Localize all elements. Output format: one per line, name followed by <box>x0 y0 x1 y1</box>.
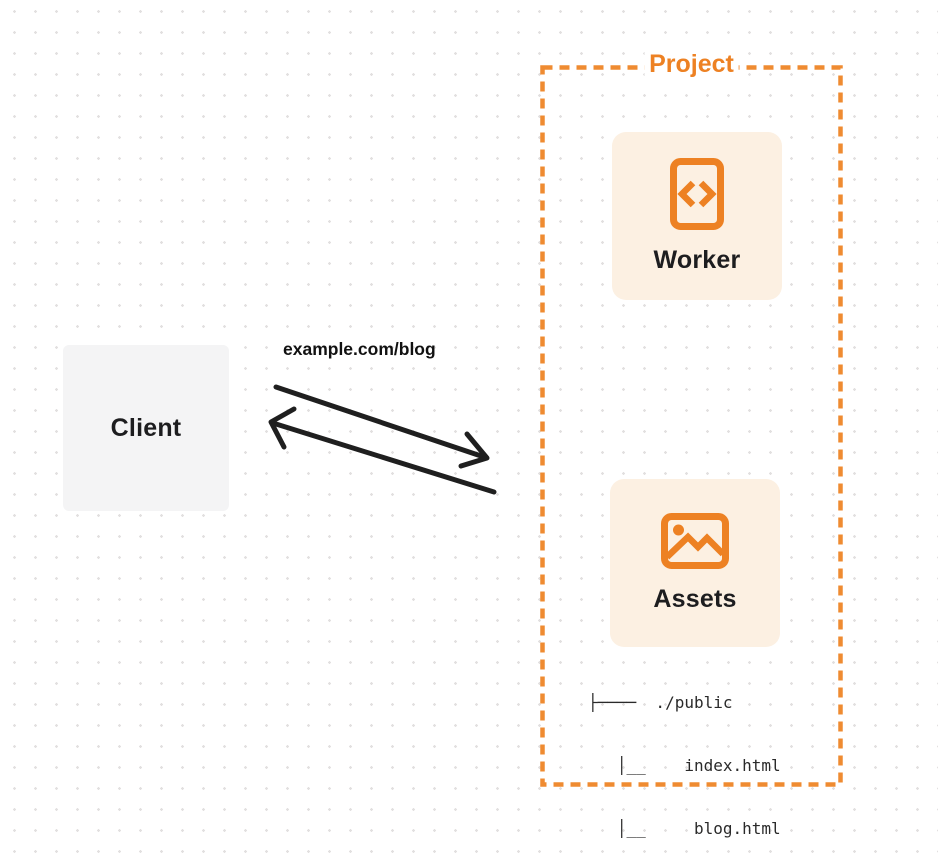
project-dashed-border <box>540 65 843 787</box>
project-container: Project Worker Assets <box>540 50 843 787</box>
response-arrow <box>268 406 497 495</box>
project-title: Project <box>644 50 739 79</box>
code-file-icon <box>670 157 724 230</box>
file-tree-line: ├──── ./public <box>588 693 733 712</box>
request-arrow <box>273 384 490 469</box>
client-node: Client <box>63 345 229 511</box>
assets-file-tree: ├──── ./public │__ index.html │__ blog.h… <box>588 650 781 860</box>
worker-label: Worker <box>653 245 741 274</box>
assets-label: Assets <box>653 584 737 613</box>
file-tree-line: │__ blog.html <box>588 819 781 838</box>
request-url-label: example.com/blog <box>283 339 436 359</box>
client-label: Client <box>110 413 182 442</box>
file-tree-line: │__ index.html <box>588 756 781 775</box>
assets-node: Assets <box>610 479 780 647</box>
worker-node: Worker <box>612 132 782 300</box>
image-icon <box>661 512 729 569</box>
